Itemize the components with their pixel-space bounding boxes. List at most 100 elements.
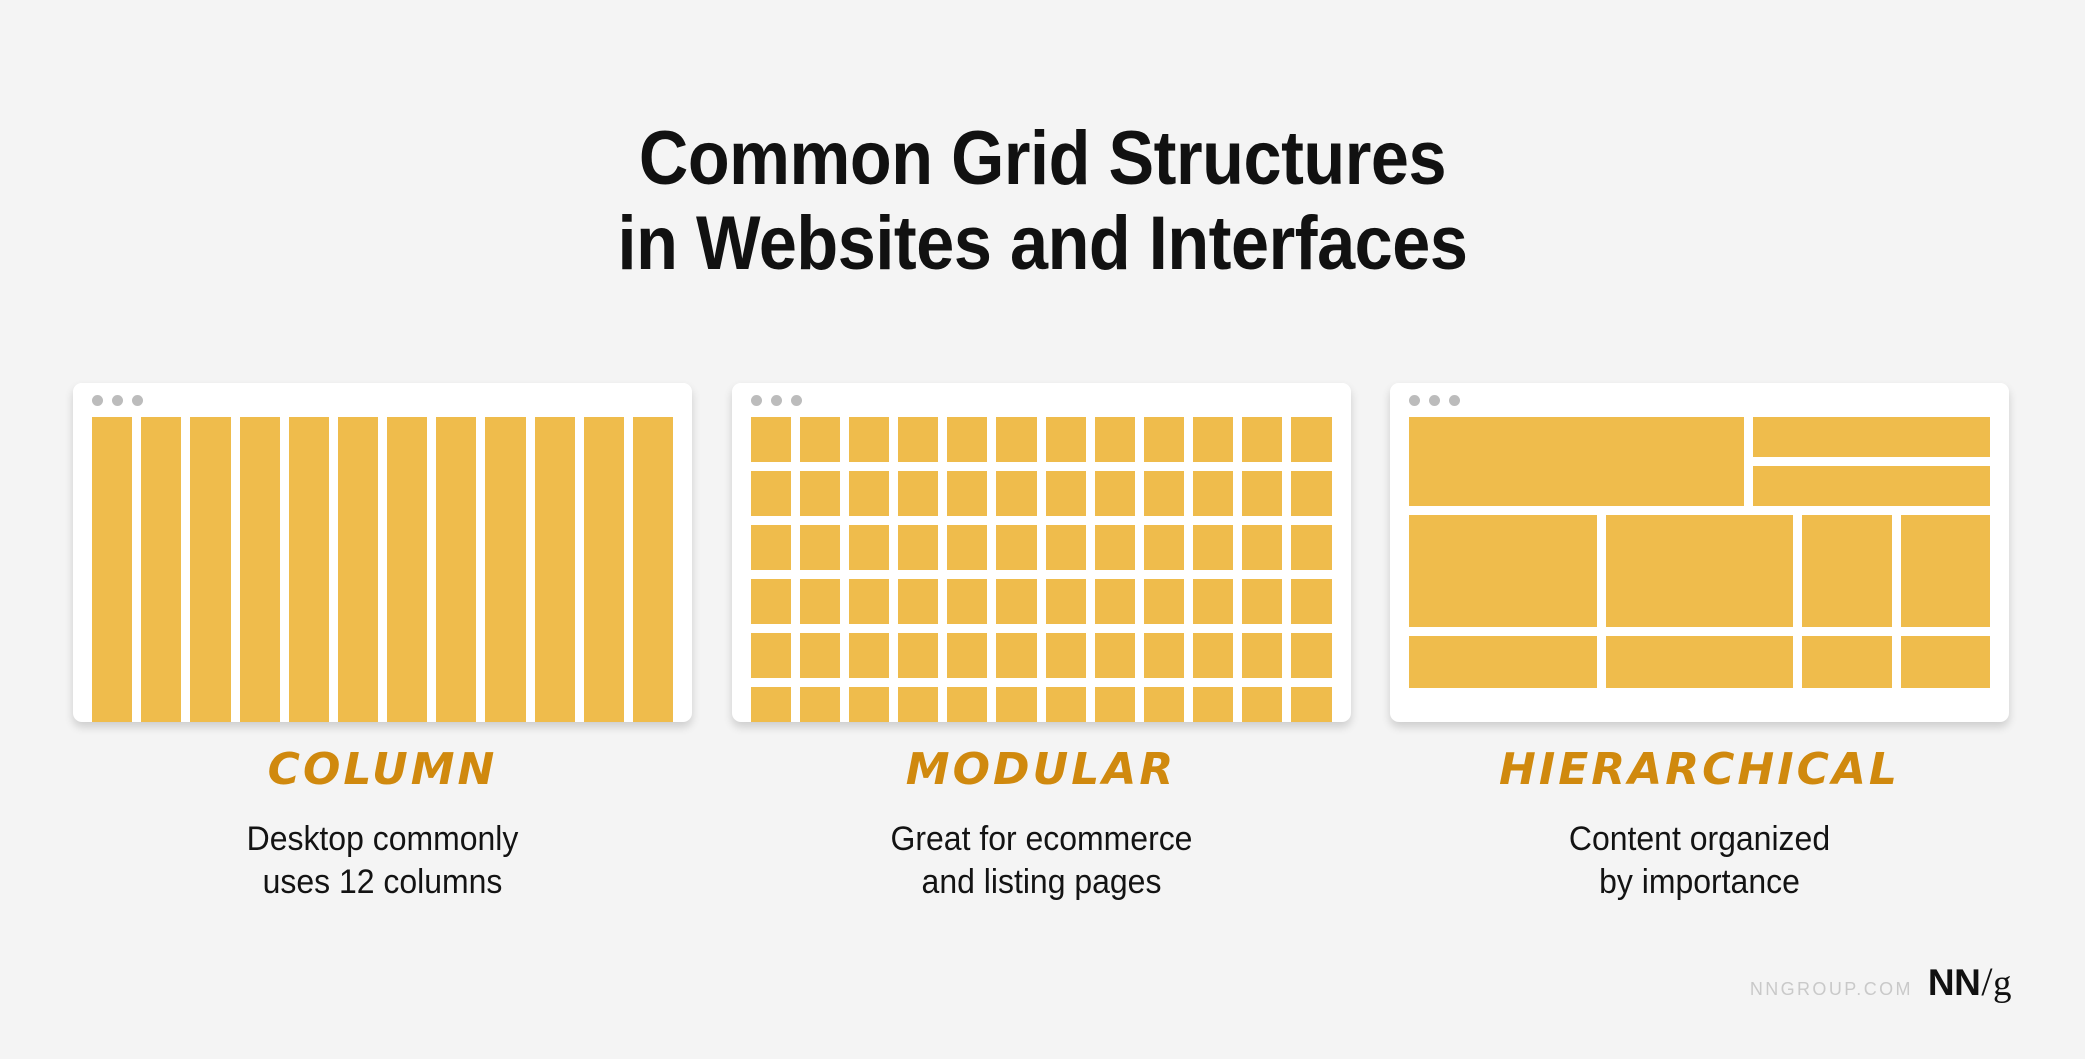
grid-module xyxy=(1242,687,1283,722)
grid-card-hierarchical xyxy=(1390,383,2009,722)
grid-module xyxy=(1291,417,1332,462)
hierarchy-block-mid-3 xyxy=(1802,515,1892,627)
window-dot-maximize-icon xyxy=(1449,394,1460,406)
hierarchy-block-mid-4 xyxy=(1900,515,1990,627)
grid-module xyxy=(1045,579,1086,624)
grid-module xyxy=(799,525,840,570)
title-line-1: Common Grid Structures xyxy=(638,116,1447,201)
grid-module xyxy=(1045,687,1086,722)
column-grid-viewport xyxy=(73,417,692,722)
grid-module xyxy=(1193,471,1234,516)
grid-column xyxy=(632,417,674,722)
grid-module xyxy=(1242,579,1283,624)
window-dot-close-icon xyxy=(1409,394,1420,406)
grid-column xyxy=(190,417,231,722)
browser-titlebar-hierarchical xyxy=(1390,383,2009,417)
grid-module xyxy=(996,687,1037,722)
grid-module xyxy=(750,471,791,516)
nng-logo-slash: / xyxy=(1981,959,1992,1004)
caption-modular: MODULAR Great for ecommerce and listing … xyxy=(732,748,1351,904)
grid-module xyxy=(898,633,939,678)
grid-module xyxy=(750,525,791,570)
grid-module xyxy=(898,525,939,570)
caption-hierarchical: HIERARCHICAL Content organized by import… xyxy=(1390,748,2009,904)
modular-grid xyxy=(750,417,1332,722)
grid-module xyxy=(898,687,939,722)
caption-desc-column: Desktop commonly uses 12 columns xyxy=(92,818,674,904)
caption-column: COLUMN Desktop commonly uses 12 columns xyxy=(73,748,692,904)
grid-module xyxy=(848,687,889,722)
grid-card-modular xyxy=(731,383,1351,722)
grid-module xyxy=(1291,471,1332,516)
grid-module xyxy=(947,579,988,624)
browser-titlebar-modular xyxy=(731,383,1351,417)
window-dot-minimize-icon xyxy=(770,394,782,406)
grid-module xyxy=(1291,687,1332,722)
caption-desc-line: Desktop commonly xyxy=(246,820,519,858)
grid-module xyxy=(1045,471,1086,516)
grid-module xyxy=(750,687,791,722)
grid-module xyxy=(1291,633,1332,678)
caption-title-column: COLUMN xyxy=(267,744,498,795)
grid-module xyxy=(1291,579,1332,624)
grid-module xyxy=(848,633,889,678)
grid-module xyxy=(848,417,889,462)
grid-column xyxy=(485,417,526,722)
grid-module xyxy=(1242,471,1283,516)
caption-desc-line: uses 12 columns xyxy=(262,863,503,902)
page-title: Common Grid Structures in Websites and I… xyxy=(0,116,2085,286)
grid-module xyxy=(898,579,939,624)
window-dot-minimize-icon xyxy=(112,394,123,406)
hierarchical-grid xyxy=(1409,417,1990,722)
grid-column xyxy=(534,417,575,722)
grid-module xyxy=(799,417,840,462)
grid-module xyxy=(848,579,889,624)
grid-module xyxy=(1242,417,1283,462)
hierarchy-block-bottom-1 xyxy=(1409,636,1597,688)
nng-logo: NN/g xyxy=(1928,958,2012,1005)
grid-module xyxy=(799,633,840,678)
grid-module xyxy=(1094,471,1135,516)
grid-module xyxy=(996,525,1037,570)
grid-module xyxy=(996,471,1037,516)
title-line-2: in Websites and Interfaces xyxy=(617,201,1468,287)
hierarchy-block-side-top xyxy=(1753,417,1990,457)
grid-module xyxy=(1242,633,1283,678)
hierarchy-block-bottom-2 xyxy=(1605,636,1794,688)
window-dot-maximize-icon xyxy=(132,394,143,406)
caption-desc-line: Content organized xyxy=(1568,820,1831,858)
grid-module xyxy=(996,417,1037,462)
grid-module xyxy=(1045,525,1086,570)
grid-module xyxy=(750,633,791,678)
grid-module xyxy=(1094,525,1135,570)
window-dot-close-icon xyxy=(750,394,762,406)
grid-module xyxy=(947,633,988,678)
grid-module xyxy=(1143,417,1184,462)
hierarchy-block-mid-2 xyxy=(1605,515,1794,627)
grid-module xyxy=(1193,687,1234,722)
nng-logo-g: g xyxy=(1993,963,2012,1004)
grid-module xyxy=(1242,525,1283,570)
modular-grid-viewport xyxy=(732,417,1351,722)
window-dot-maximize-icon xyxy=(790,394,802,406)
grid-module xyxy=(1143,633,1184,678)
hierarchy-block-bottom-4 xyxy=(1900,636,1990,688)
hierarchy-block-hero xyxy=(1409,417,1745,506)
grid-module xyxy=(799,471,840,516)
grid-module xyxy=(898,471,939,516)
grid-module xyxy=(848,471,889,516)
grid-module xyxy=(1094,687,1135,722)
grid-module xyxy=(1143,687,1184,722)
grid-module xyxy=(1143,579,1184,624)
grid-module xyxy=(996,579,1037,624)
grid-column xyxy=(288,417,329,722)
grid-column xyxy=(141,417,182,722)
grid-module xyxy=(947,417,988,462)
grid-module xyxy=(947,525,988,570)
caption-title-modular: MODULAR xyxy=(905,744,1177,795)
grid-examples-row xyxy=(73,383,2009,722)
grid-module xyxy=(1193,633,1234,678)
hierarchy-block-bottom-3 xyxy=(1802,636,1892,688)
grid-module xyxy=(1291,525,1332,570)
grid-column xyxy=(436,417,477,722)
